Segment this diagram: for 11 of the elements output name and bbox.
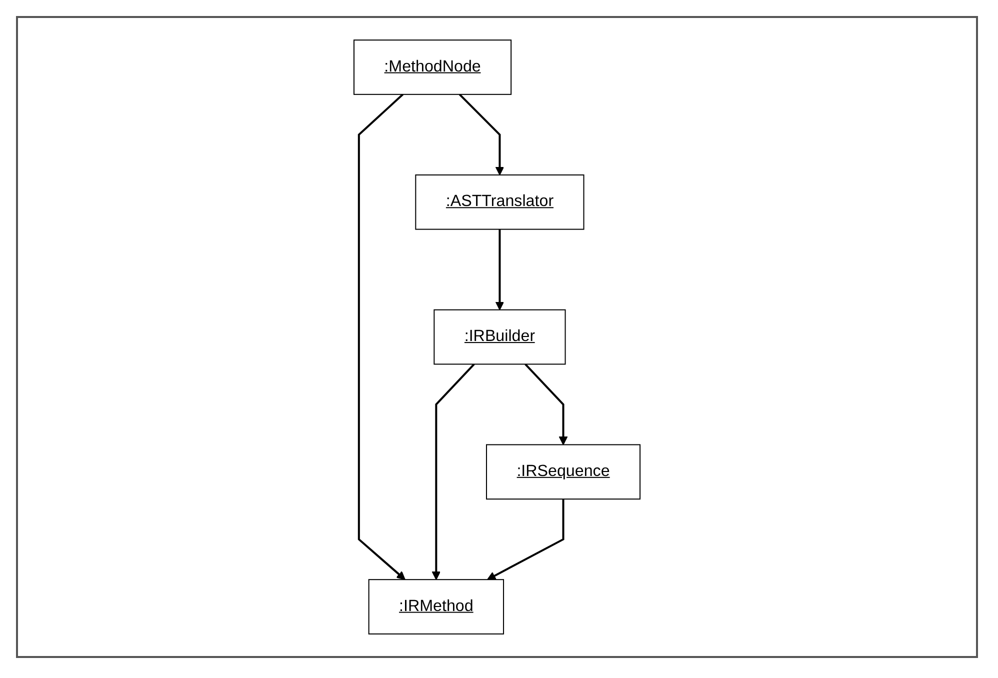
node-box: :ASTTranslator	[415, 174, 584, 230]
node-box: :MethodNode	[353, 40, 512, 95]
node-box: :IRMethod	[368, 579, 504, 634]
arrow	[524, 364, 568, 446]
node-box: :IRSequence	[486, 444, 641, 500]
arrow	[358, 94, 406, 580]
arrow	[486, 499, 564, 580]
arrow	[495, 229, 504, 310]
arrow	[432, 363, 475, 580]
node-box: :IRBuilder	[434, 309, 566, 365]
arrow	[458, 94, 504, 176]
